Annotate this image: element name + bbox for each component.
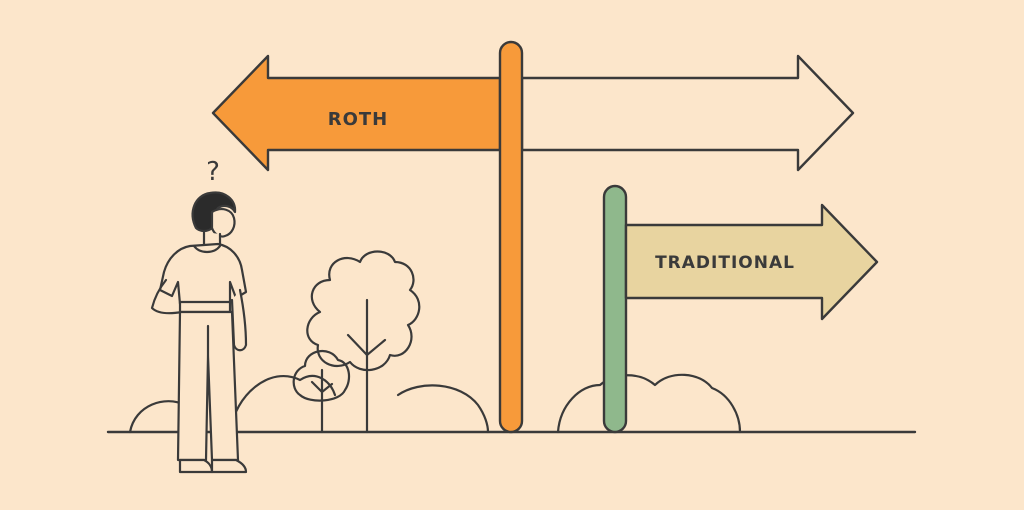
bushes-group [128, 373, 742, 434]
tree-branch [346, 333, 387, 357]
person-icon: ? [150, 157, 248, 474]
traditional-label: TRADITIONAL [655, 253, 795, 273]
bush-icon [228, 374, 337, 434]
tree-icon [306, 250, 421, 434]
bush-icon [396, 384, 490, 434]
tree-icon [292, 349, 351, 434]
tree-canopy [292, 349, 351, 402]
roth-arrow [211, 54, 502, 172]
person-shoe-left [178, 458, 214, 474]
person-belt [178, 300, 232, 314]
person-shoe-right [210, 458, 248, 474]
bush-icon [556, 373, 742, 434]
green-pole [602, 184, 628, 434]
roth-label: ROTH [328, 109, 389, 130]
person-collar [192, 244, 222, 254]
tree-branch [310, 380, 334, 394]
person-face [210, 208, 236, 238]
blank-arrow-right [520, 54, 855, 172]
orange-pole [498, 40, 524, 434]
person-arm-right [230, 288, 248, 352]
tree-canopy [306, 250, 421, 372]
traditional-arrow [624, 203, 879, 321]
question-mark-icon: ? [206, 157, 220, 187]
person-arm-left [150, 278, 184, 315]
